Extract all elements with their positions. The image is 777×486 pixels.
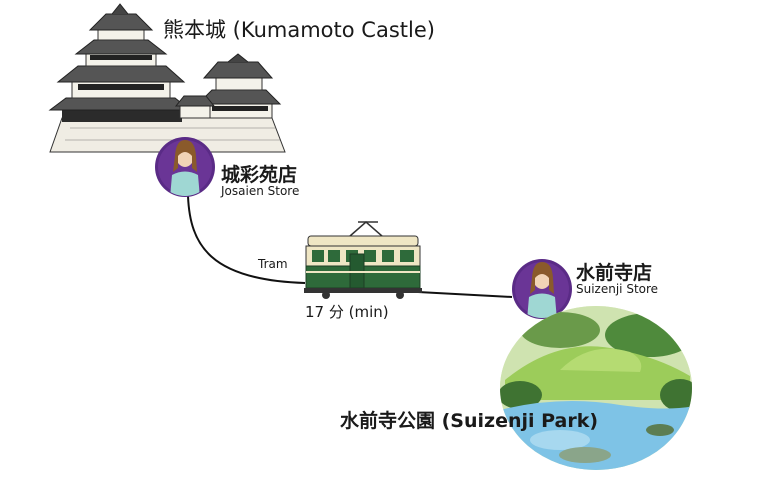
- tram-icon: [304, 221, 422, 299]
- josaien-store-name-en: Josaien Store: [221, 184, 300, 198]
- garden-illustration: [500, 306, 692, 470]
- park-title: 水前寺公園 (Suizenji Park): [340, 410, 599, 432]
- josaien-store-name-jp: 城彩苑店: [221, 164, 298, 186]
- suizenji-store-name-en: Suizenji Store: [576, 282, 659, 296]
- castle-title: 熊本城 (Kumamoto Castle): [163, 18, 435, 42]
- kimono-woman-avatar: [512, 259, 572, 319]
- suizenji-store-name-jp: 水前寺店: [576, 262, 653, 284]
- route-line-josaien-to-tram: [187, 195, 306, 284]
- transport-mode-label: Tram: [258, 257, 288, 271]
- route-line-tram-to-suizenji: [417, 291, 513, 298]
- kimono-woman-avatar: [155, 137, 215, 197]
- castle-illustration: [48, 3, 286, 153]
- travel-duration: 17 分 (min): [305, 303, 389, 321]
